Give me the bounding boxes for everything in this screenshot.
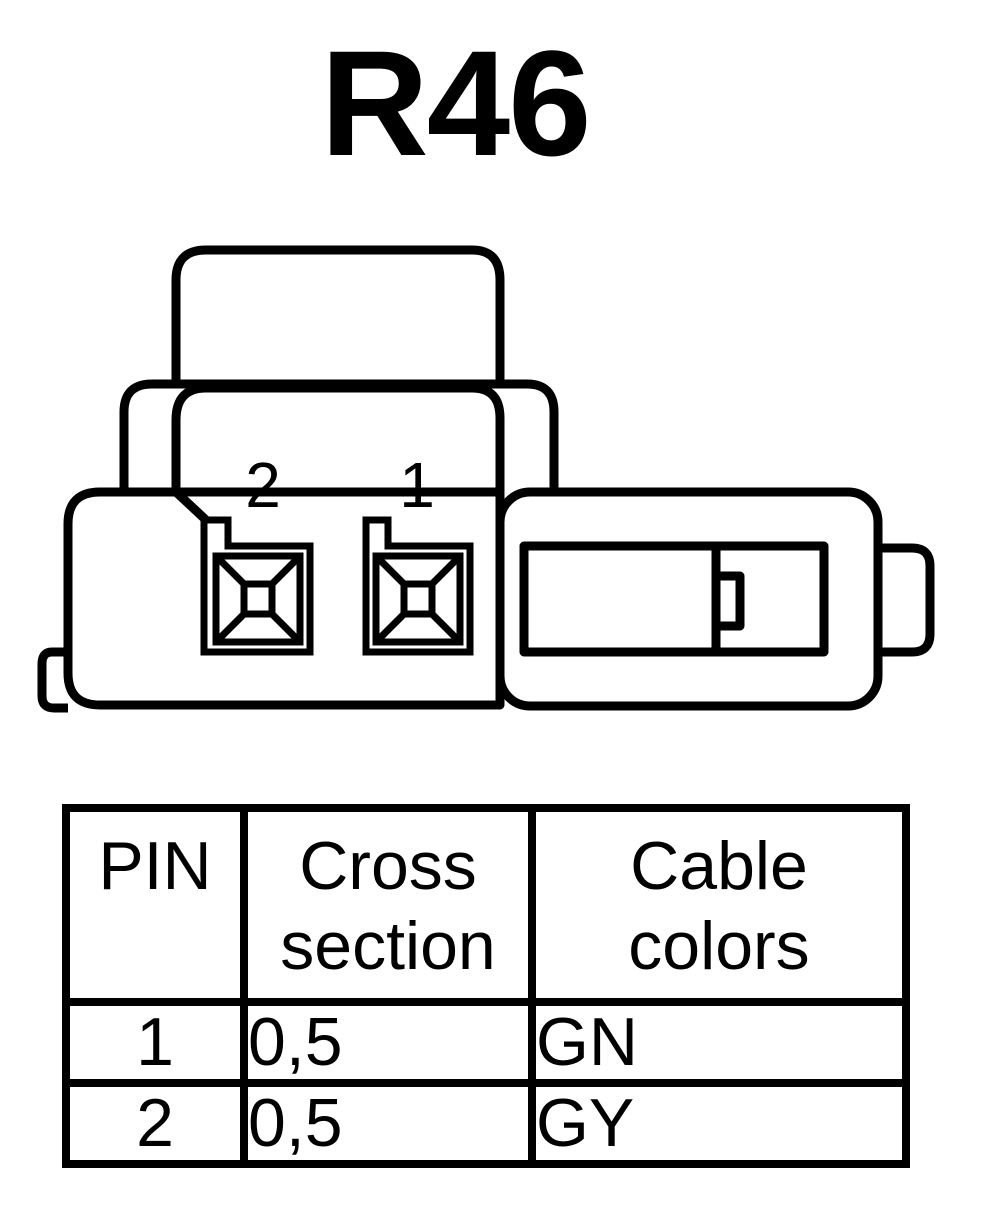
cell-pin: 1 [62, 998, 248, 1088]
lock-body [495, 487, 883, 711]
lock-window [519, 541, 829, 657]
table-row: 2 0,5 GY [62, 1079, 910, 1168]
left-foot [37, 647, 68, 713]
cell-pin: 2 [62, 1079, 248, 1168]
table-row: 1 0,5 GN [62, 998, 910, 1088]
table-header-row: PIN Cross section Cable colors [62, 803, 910, 1007]
housing-notch [172, 488, 210, 524]
pin-1-cavity [362, 516, 474, 656]
pin-label-2: 2 [245, 449, 281, 521]
connector-title: R46 [320, 19, 591, 187]
header-cable-colors: Cable colors [528, 803, 910, 1007]
inner-top [171, 383, 505, 495]
cell-color: GY [528, 1079, 910, 1168]
cell-cross-section: 0,5 [240, 1079, 536, 1168]
cell-cross-section: 0,5 [240, 998, 536, 1088]
header-pin: PIN [62, 803, 248, 1007]
pin-table: PIN Cross section Cable colors 1 0,5 GN … [62, 803, 910, 1168]
pin-label-1: 1 [399, 449, 435, 521]
main-body [63, 487, 505, 710]
top-latch [171, 245, 505, 385]
pin-2-cavity [200, 516, 314, 656]
cell-color: GN [528, 998, 910, 1088]
middle-housing [119, 379, 559, 492]
lock-tab [878, 543, 935, 657]
lock-latch [711, 571, 745, 631]
connector-diagram: 2 1 [37, 245, 935, 713]
header-cross-section: Cross section [240, 803, 536, 1007]
